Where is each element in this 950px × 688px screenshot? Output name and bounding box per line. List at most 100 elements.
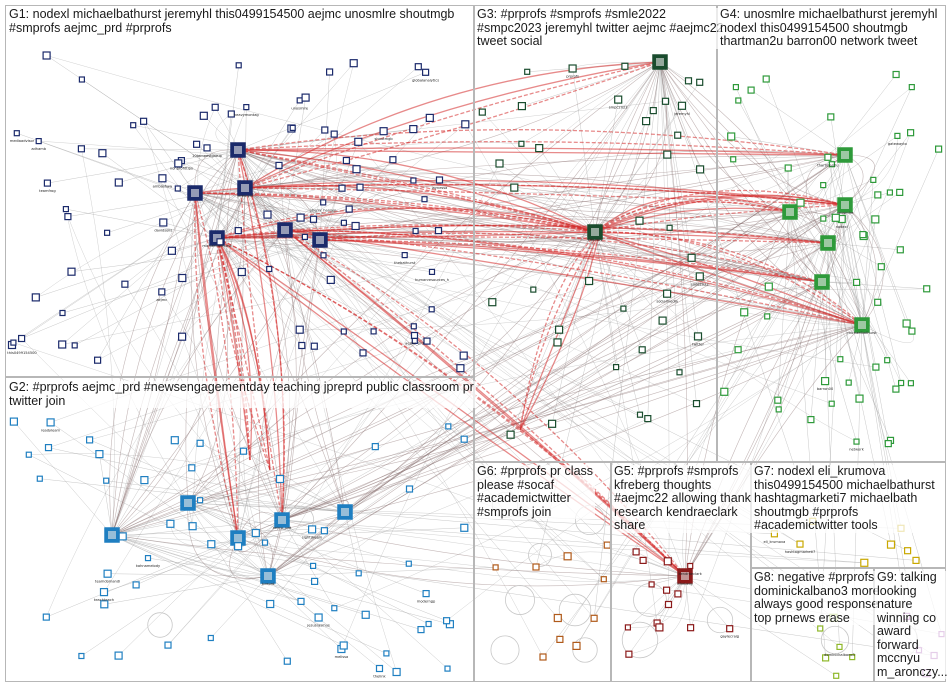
node-label: davidsolis (154, 229, 172, 233)
edge-red (594, 195, 791, 233)
node (405, 560, 412, 567)
edge (738, 100, 863, 326)
node (553, 338, 562, 347)
edge (627, 575, 686, 628)
edge-red (237, 149, 596, 233)
node-label: readylearn (41, 428, 60, 432)
edge (684, 575, 837, 677)
hub-node-image (184, 499, 192, 507)
node (62, 206, 70, 213)
edge (187, 502, 427, 594)
node (833, 672, 840, 679)
edge (38, 140, 791, 213)
edge (237, 537, 686, 587)
node (99, 587, 109, 597)
node (309, 215, 318, 223)
node (170, 436, 179, 445)
node (203, 144, 211, 152)
edge (281, 281, 823, 521)
group-panel-g4 (717, 5, 946, 462)
node (775, 406, 782, 413)
node (77, 145, 86, 153)
edge (267, 438, 465, 577)
edge (821, 194, 879, 283)
edge (821, 86, 913, 283)
edge-red (194, 192, 239, 539)
node (747, 86, 755, 94)
group-panel-g5 (611, 462, 751, 682)
edge (594, 99, 619, 233)
node (216, 238, 224, 246)
node-label: smle2022 (691, 282, 709, 286)
edge (216, 237, 876, 368)
node (686, 624, 695, 632)
node (908, 83, 915, 91)
node (428, 306, 435, 313)
edge (118, 537, 239, 656)
edge (216, 65, 239, 239)
edge (194, 192, 283, 521)
node-label: thelink (373, 675, 386, 679)
node (478, 108, 486, 116)
node (460, 523, 469, 532)
node (100, 600, 109, 609)
node (892, 385, 900, 393)
node (261, 539, 269, 546)
edge (593, 61, 661, 619)
edge (319, 71, 330, 241)
node (662, 289, 672, 298)
edge (284, 229, 346, 513)
edge (594, 231, 658, 624)
node (638, 346, 646, 354)
node (44, 444, 53, 452)
node (831, 213, 840, 222)
node (417, 625, 425, 634)
node (158, 174, 167, 183)
node (892, 70, 900, 79)
edge (178, 163, 246, 189)
edge (111, 534, 450, 625)
edge (163, 222, 218, 239)
node (443, 617, 451, 625)
edge (684, 575, 691, 628)
edge (216, 66, 419, 239)
node (510, 183, 519, 192)
node (355, 570, 362, 577)
edge (237, 537, 447, 621)
node-label: twitter (692, 342, 704, 346)
node (10, 339, 17, 346)
node (25, 451, 32, 458)
edge-red (216, 237, 271, 471)
edge-red (594, 231, 863, 326)
hub-node-image (234, 146, 242, 154)
node (600, 576, 607, 583)
node (495, 159, 504, 168)
edge (237, 149, 863, 326)
node (197, 497, 204, 504)
edge (281, 211, 791, 521)
edge-red (194, 192, 596, 233)
node (349, 59, 358, 68)
node (31, 293, 40, 302)
edge-red (319, 239, 823, 283)
node-label: this0499154500 (7, 351, 37, 355)
edge (46, 55, 829, 244)
node (188, 522, 197, 531)
node (693, 332, 703, 341)
node (64, 213, 72, 221)
node (639, 556, 647, 565)
node (662, 586, 671, 594)
node (409, 124, 418, 134)
edge (111, 149, 239, 536)
node-label: socialmedia (656, 300, 677, 304)
node-label: jesusrasmus (306, 624, 330, 628)
node (547, 419, 557, 428)
edge (594, 120, 647, 233)
edge-red (216, 237, 271, 471)
node (389, 156, 397, 164)
edge (187, 502, 288, 662)
edge (830, 116, 863, 326)
edge-red (244, 187, 846, 206)
edge (177, 149, 239, 189)
node (734, 346, 742, 354)
